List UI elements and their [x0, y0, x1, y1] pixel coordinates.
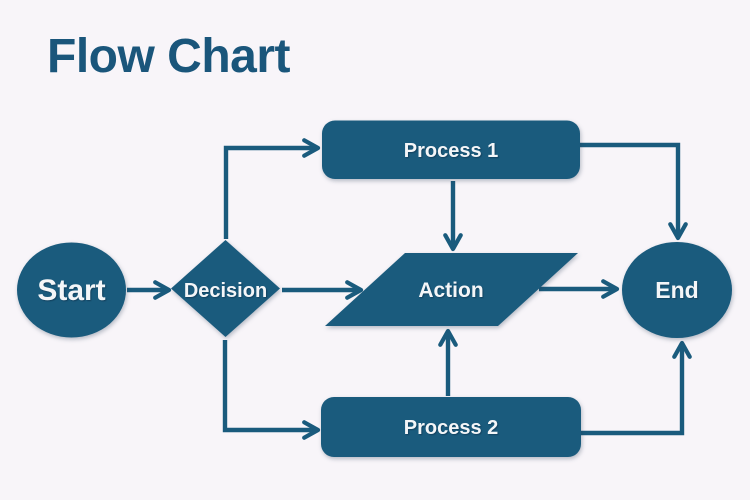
node-action: Action [325, 253, 578, 326]
action-shape [325, 253, 578, 326]
edge-process2-to-end [581, 340, 692, 436]
page-title: Flow Chart [47, 30, 291, 83]
node-decision: Decision [171, 240, 280, 337]
decision-label: Decision [184, 280, 267, 302]
edge-process1-to-end [580, 142, 688, 241]
process-1-shape [322, 120, 580, 179]
end-label: End [655, 277, 698, 303]
edges [127, 138, 692, 440]
end-shape [622, 242, 732, 338]
node-end: End [622, 242, 732, 338]
edge-decision-to-process1 [223, 138, 321, 239]
process-2-shape [321, 397, 581, 457]
edge-decision-to-process2 [222, 340, 321, 440]
decision-shape [171, 240, 280, 337]
node-process-1: Process 1 [322, 120, 580, 179]
node-start: Start [17, 242, 126, 338]
node-process-2: Process 2 [321, 397, 581, 457]
action-label: Action [418, 279, 483, 302]
start-label: Start [37, 274, 105, 307]
process-1-label: Process 1 [404, 140, 499, 162]
start-shape [17, 242, 126, 338]
process-2-label: Process 2 [404, 417, 499, 439]
